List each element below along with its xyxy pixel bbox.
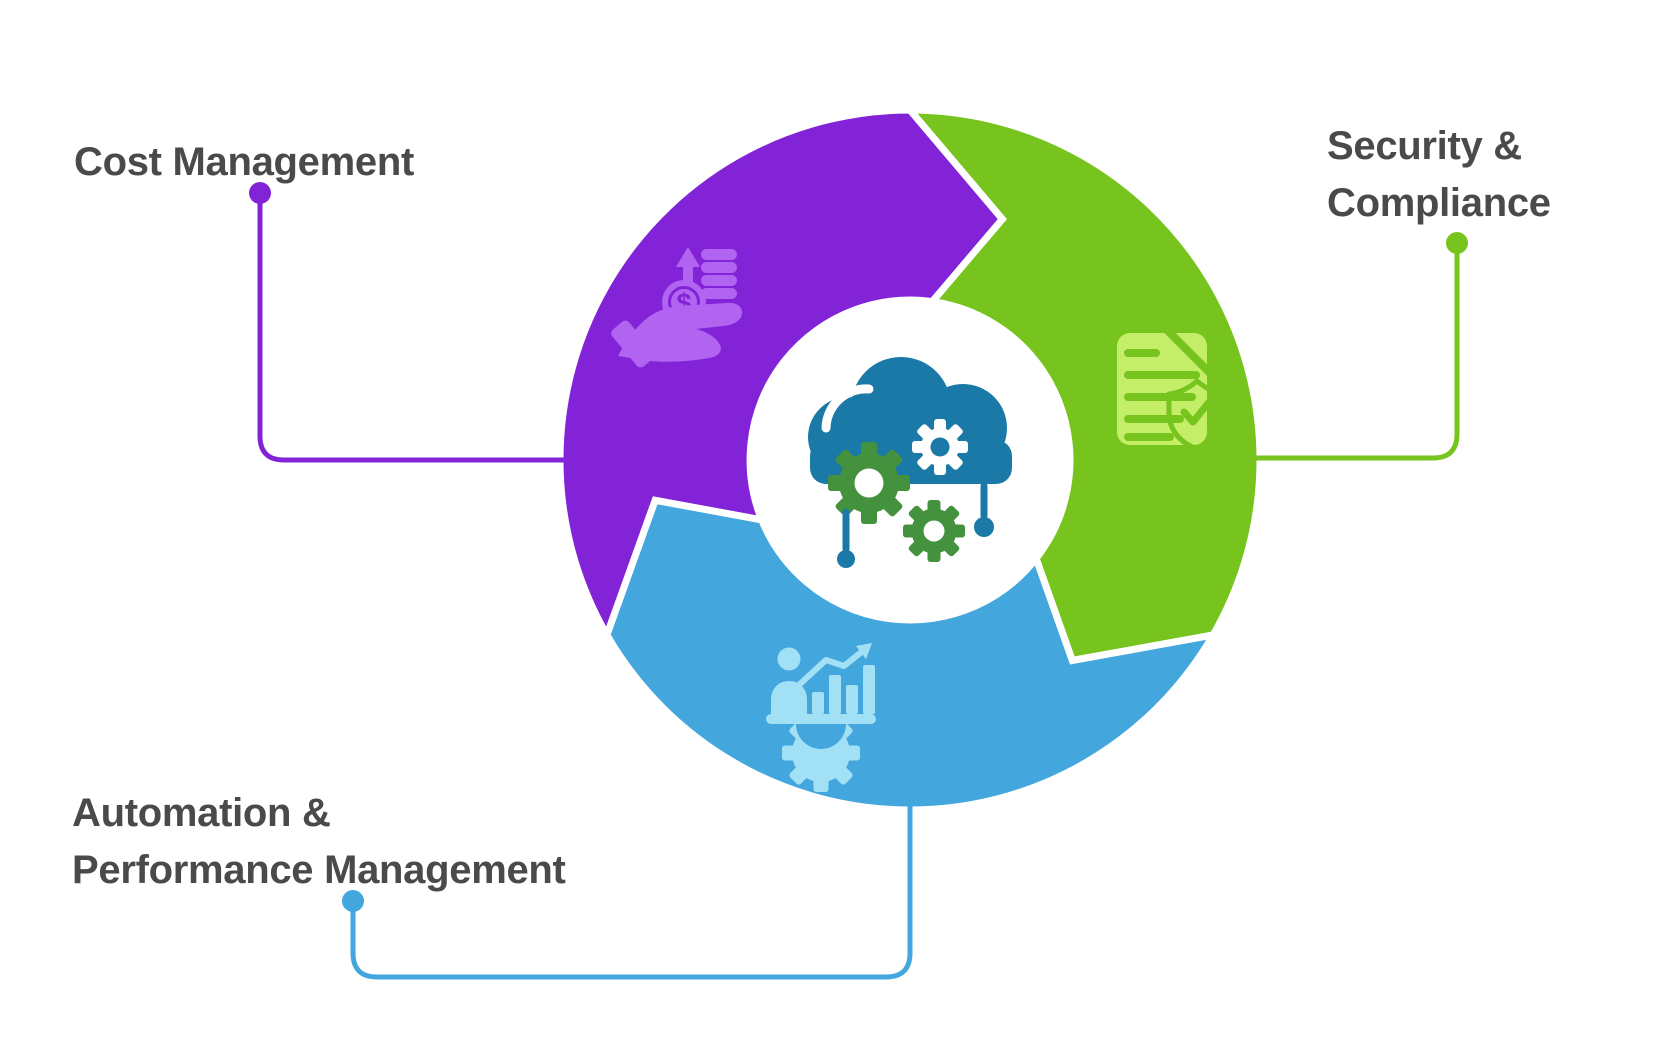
document-fold-line — [1162, 325, 1214, 377]
document-shield-check-icon — [1117, 325, 1228, 452]
shield-check-icon — [1166, 378, 1228, 452]
security-connector-line — [1251, 243, 1460, 461]
cost-management-text: Cost Management — [74, 140, 414, 184]
data-drip-left — [837, 508, 855, 568]
automation-performance-text-line1: Automation & — [72, 791, 331, 835]
hand-coins-growth-icon: $ — [611, 247, 743, 368]
automation-connector-dot — [342, 890, 364, 912]
trend-arrow-icon — [797, 643, 872, 687]
security-compliance-label: Security & Compliance — [1327, 118, 1551, 232]
security-connector-dot — [1446, 232, 1468, 254]
holding-hand — [611, 302, 743, 368]
analyst-chart-gear-icon — [766, 643, 876, 792]
coin-stack — [701, 249, 737, 299]
label-connectors — [249, 182, 1468, 980]
person-icon — [771, 647, 807, 714]
cloud-highlight — [821, 384, 874, 433]
green-gear-small-icon — [903, 500, 965, 562]
cost-connector-line — [257, 193, 569, 463]
automation-performance-text-line2: Performance Management — [72, 848, 566, 892]
security-compliance-text-line1: Security & — [1327, 124, 1522, 168]
desk-bar — [766, 714, 876, 724]
cloud-inner-gear-icon — [912, 419, 968, 475]
gear-bowl-cutout — [796, 724, 846, 749]
automation-connector-line — [350, 801, 913, 980]
cloud-with-gears-icon — [808, 357, 1012, 568]
security-compliance-text-line2: Compliance — [1327, 181, 1551, 225]
cost-connector-dot — [249, 182, 271, 204]
automation-performance-label: Automation & Performance Management — [72, 785, 566, 899]
data-drip-right — [974, 482, 994, 537]
bar-chart-icon — [812, 665, 875, 714]
cost-management-label: Cost Management — [74, 134, 414, 191]
green-gear-large-icon — [828, 442, 910, 524]
